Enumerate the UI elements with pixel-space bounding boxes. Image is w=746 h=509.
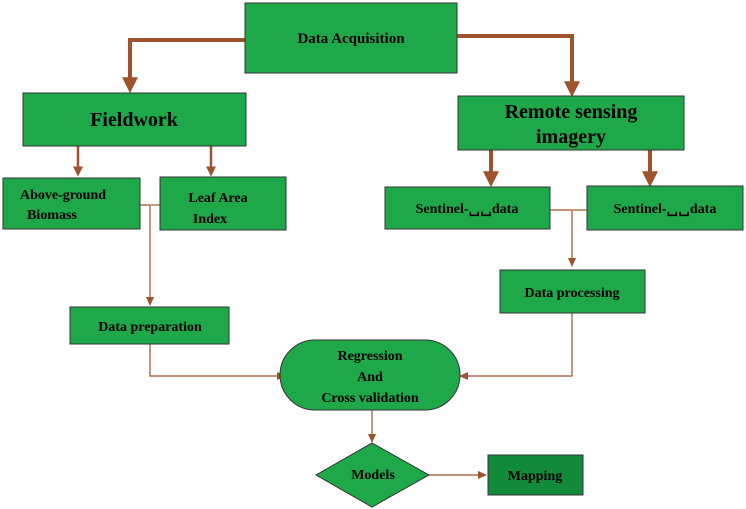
node-leaf-area-index: Leaf Area Index — [159, 176, 287, 231]
node-lai-label-line1: Leaf Area — [188, 191, 247, 206]
node-remote-sensing-label-line2: imagery — [536, 126, 606, 148]
node-data-preparation: Data preparation — [69, 306, 230, 345]
connector-agb-to-preparation — [140, 204, 154, 306]
node-remote-sensing: Remote sensing imagery — [457, 95, 685, 151]
node-data-acquisition-label: Data Acquisition — [297, 31, 405, 47]
connector-sentinel-to-processing — [550, 209, 576, 267]
node-agb-label-line1: Above-ground — [20, 188, 106, 203]
node-sentinel-b: Sentinel-␣␣data — [586, 185, 744, 231]
node-fieldwork: Fieldwork — [22, 92, 247, 147]
node-sentinel-a-label: Sentinel-␣␣data — [416, 202, 519, 217]
node-lai-label-line2: Index — [193, 212, 227, 227]
node-data-processing: Data processing — [499, 269, 646, 314]
node-models: Models — [314, 442, 431, 508]
connector-acquisition-to-remote — [457, 34, 580, 98]
connector-processing-to-regression — [459, 313, 573, 380]
node-mapping: Mapping — [487, 454, 584, 496]
node-regression-label-line3: Cross validation — [321, 391, 419, 406]
node-fieldwork-label: Fieldwork — [90, 109, 179, 131]
connector-acquisition-to-fieldwork — [122, 38, 245, 94]
node-agb-label-line2: Biomass — [27, 208, 77, 223]
node-regression-label-line1: Regression — [337, 349, 402, 364]
node-above-ground-biomass: Above-ground Biomass — [2, 177, 141, 230]
node-mapping-label: Mapping — [508, 469, 562, 484]
node-data-acquisition: Data Acquisition — [244, 2, 458, 74]
node-regression-label-line2: And — [357, 370, 383, 385]
node-models-label: Models — [351, 468, 395, 483]
node-regression: Regression And Cross validation — [279, 339, 461, 411]
node-data-processing-label: Data processing — [524, 286, 619, 301]
node-data-preparation-label: Data preparation — [98, 320, 202, 335]
node-remote-sensing-label-line1: Remote sensing — [505, 101, 638, 123]
node-sentinel-b-label: Sentinel-␣␣data — [614, 202, 717, 217]
connector-preparation-to-regression — [149, 344, 286, 380]
node-sentinel-a: Sentinel-␣␣data — [384, 186, 551, 230]
